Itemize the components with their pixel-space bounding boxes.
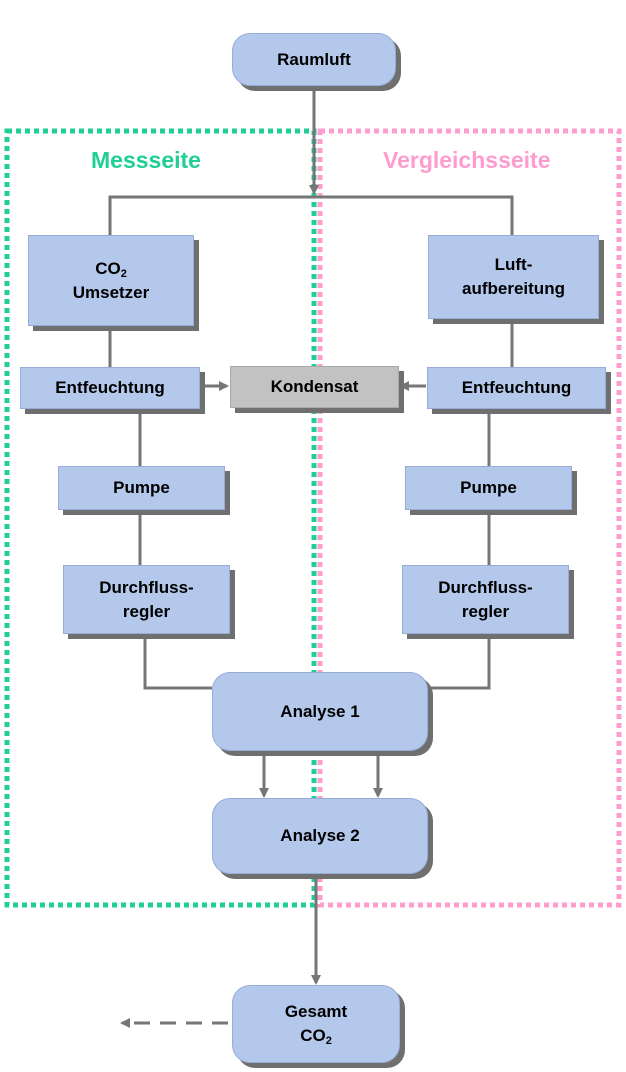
analyse1-node: Analyse 1 xyxy=(212,672,428,751)
durchflussregler-left-line1: Durchfluss- xyxy=(99,577,194,597)
messseite-label: Messseite xyxy=(91,147,201,173)
entfeuchtung-left-label: Entfeuchtung xyxy=(55,378,165,397)
vergleichsseite-label: Vergleichsseite xyxy=(383,147,551,173)
co2-umsetzer-line1: CO2 xyxy=(95,258,127,280)
connector-durchfluss-analyse1-left xyxy=(143,634,212,690)
durchflussregler-left-line2: regler xyxy=(122,601,171,621)
luftaufbereitung-node: Luft- aufbereitung xyxy=(428,235,599,319)
kondensat-label: Kondensat xyxy=(270,377,359,396)
luftaufbereitung-line1: Luft- xyxy=(494,255,533,274)
splitter-line xyxy=(108,195,514,236)
durchflussregler-right-line2: regler xyxy=(461,601,510,621)
pumpe-left-node: Pumpe xyxy=(58,466,225,510)
analyse1-label: Analyse 1 xyxy=(280,701,360,721)
vergleichsseite-zone xyxy=(317,128,622,908)
gesamt-co2-node: Gesamt CO2 xyxy=(232,985,400,1063)
entfeuchtung-right-node: Entfeuchtung xyxy=(427,367,606,409)
connector-durchfluss-analyse1-right xyxy=(428,634,491,690)
co2-umsetzer-line2: Umsetzer xyxy=(72,282,150,302)
gesamt-co2-line2: CO2 xyxy=(300,1026,332,1047)
pumpe-right-label: Pumpe xyxy=(460,478,517,497)
raumluft-label: Raumluft xyxy=(277,49,351,69)
kondensat-node: Kondensat xyxy=(230,366,399,408)
gesamt-co2-line1: Gesamt xyxy=(284,1002,348,1021)
pumpe-right-node: Pumpe xyxy=(405,466,572,510)
co2-umsetzer-node: CO2 Umsetzer xyxy=(28,235,194,326)
analyse2-node: Analyse 2 xyxy=(212,798,428,874)
entfeuchtung-left-node: Entfeuchtung xyxy=(20,367,200,409)
entfeuchtung-right-label: Entfeuchtung xyxy=(461,378,572,397)
durchflussregler-right-node: Durchfluss- regler xyxy=(402,565,569,634)
messseite-zone xyxy=(4,128,317,908)
luftaufbereitung-line2: aufbereitung xyxy=(462,279,565,298)
raumluft-node: Raumluft xyxy=(232,33,396,86)
durchflussregler-left-node: Durchfluss- regler xyxy=(63,565,230,634)
pumpe-left-label: Pumpe xyxy=(113,478,170,497)
analyse2-label: Analyse 2 xyxy=(280,826,360,845)
durchflussregler-right-line1: Durchfluss- xyxy=(438,577,533,597)
